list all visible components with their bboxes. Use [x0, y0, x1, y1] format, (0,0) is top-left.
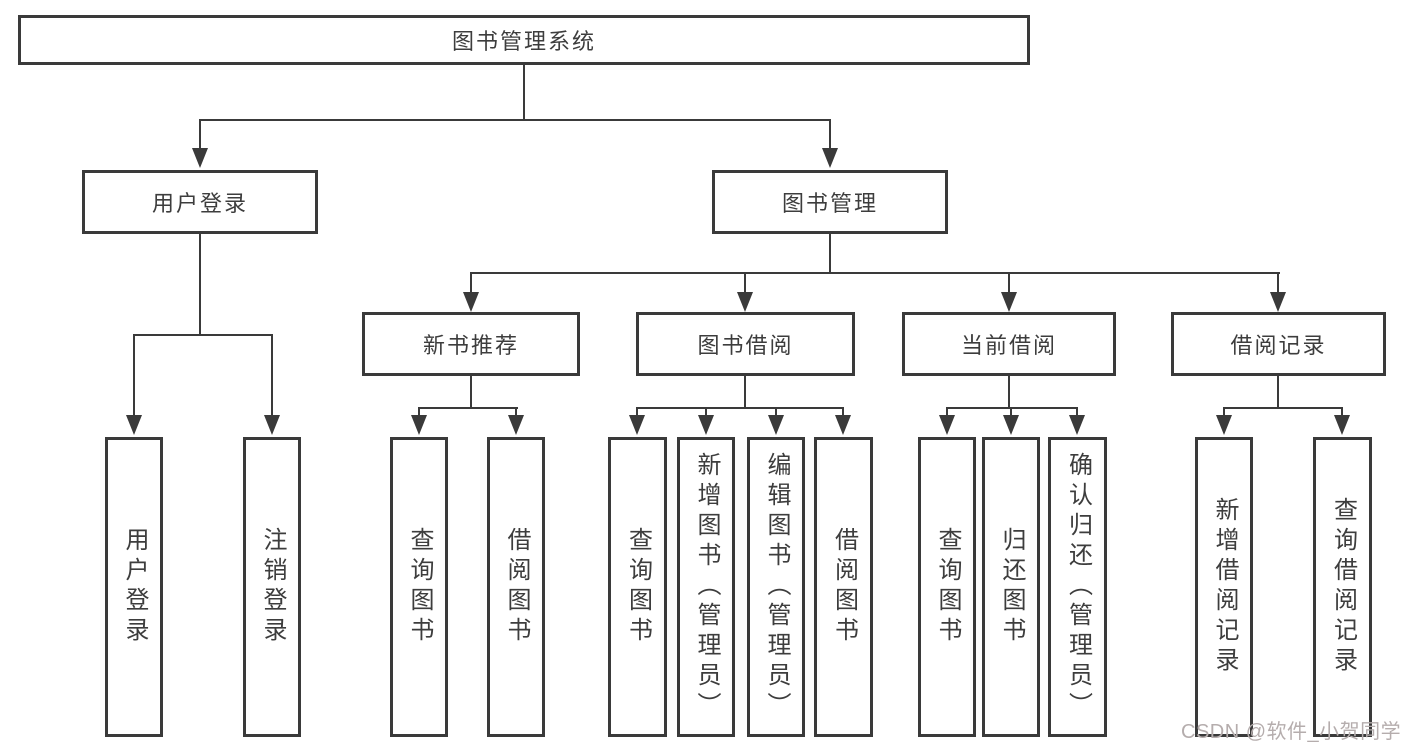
node-borrowing-records: 借阅记录	[1171, 312, 1386, 376]
node-label: 查询图书	[934, 527, 961, 647]
node-label: 当前借阅	[960, 333, 1057, 358]
arrowhead-down-icon	[463, 292, 479, 312]
node-borrow-books: 借阅图书	[814, 437, 873, 737]
connector-line	[829, 119, 831, 151]
arrowhead-down-icon	[1270, 292, 1286, 312]
arrowhead-down-icon	[835, 415, 851, 435]
arrowhead-down-icon	[1003, 415, 1019, 435]
arrowhead-down-icon	[737, 292, 753, 312]
node-label: 注销登录	[259, 527, 286, 647]
connector-line	[470, 272, 1280, 274]
connector-line	[636, 407, 638, 418]
connector-line	[775, 407, 777, 418]
node-label: 查询图书	[624, 527, 652, 647]
node-query-books-current: 查询图书	[918, 437, 976, 737]
arrowhead-down-icon	[768, 415, 784, 435]
node-label: 图书借阅	[697, 333, 794, 358]
connector-line	[1277, 376, 1279, 409]
arrowhead-down-icon	[939, 415, 955, 435]
node-label: 图书管理系统	[451, 29, 596, 54]
node-label: 借阅记录	[1230, 333, 1327, 358]
connector-line	[744, 272, 746, 295]
node-new-book-recommendation: 新书推荐	[362, 312, 580, 376]
connector-line	[705, 407, 707, 418]
node-user-login: 用户登录	[82, 170, 318, 234]
arrowhead-down-icon	[1216, 415, 1232, 435]
node-borrow-books-recommend: 借阅图书	[487, 437, 545, 737]
connector-line	[1223, 407, 1343, 409]
connector-line	[946, 407, 948, 418]
node-query-books-borrowing: 查询图书	[608, 437, 667, 737]
connector-line	[1008, 376, 1010, 409]
connector-line	[199, 234, 201, 336]
connector-line	[470, 376, 472, 409]
arrowhead-down-icon	[1069, 415, 1085, 435]
node-add-borrow-record: 新增借阅记录	[1195, 437, 1253, 737]
node-label: 编辑图书（管理员）	[763, 452, 790, 722]
node-label: 归还图书	[998, 527, 1025, 647]
node-label: 新书推荐	[422, 333, 519, 358]
node-label: 用户登录	[151, 191, 248, 216]
connector-line	[636, 407, 844, 409]
connector-line	[470, 272, 472, 295]
node-label: 查询图书	[406, 527, 433, 647]
node-label: 用户登录	[121, 527, 148, 647]
connector-line	[1010, 407, 1012, 418]
connector-line	[515, 407, 517, 418]
arrowhead-down-icon	[192, 148, 208, 168]
csdn-watermark: CSDN @软件_小贺同学	[1181, 721, 1402, 743]
node-label: 新增图书（管理员）	[693, 452, 720, 722]
arrowhead-down-icon	[126, 415, 142, 435]
arrowhead-down-icon	[264, 415, 280, 435]
connector-line	[1008, 272, 1010, 295]
node-label: 借阅图书	[503, 527, 530, 647]
connector-line	[271, 334, 273, 418]
connector-line	[1223, 407, 1225, 418]
node-edit-book-admin: 编辑图书（管理员）	[747, 437, 805, 737]
node-query-borrow-record: 查询借阅记录	[1313, 437, 1372, 737]
arrowhead-down-icon	[629, 415, 645, 435]
node-query-books-recommend: 查询图书	[390, 437, 448, 737]
node-add-book-admin: 新增图书（管理员）	[677, 437, 735, 737]
node-book-management: 图书管理	[712, 170, 948, 234]
connector-line	[1076, 407, 1078, 418]
connector-line	[418, 407, 420, 418]
connector-line	[199, 119, 201, 151]
connector-line	[946, 407, 1078, 409]
connector-line	[744, 376, 746, 409]
arrowhead-down-icon	[698, 415, 714, 435]
node-label: 查询借阅记录	[1329, 497, 1357, 677]
connector-line	[829, 234, 831, 274]
connector-line	[842, 407, 844, 418]
connector-line	[133, 334, 135, 418]
arrowhead-down-icon	[508, 415, 524, 435]
arrowhead-down-icon	[822, 148, 838, 168]
node-confirm-return-admin: 确认归还（管理员）	[1048, 437, 1107, 737]
node-label: 确认归还（管理员）	[1064, 452, 1092, 722]
connector-line	[1277, 272, 1279, 295]
arrowhead-down-icon	[1001, 292, 1017, 312]
arrowhead-down-icon	[1334, 415, 1350, 435]
node-book-borrowing: 图书借阅	[636, 312, 855, 376]
node-label: 借阅图书	[830, 527, 858, 647]
node-label: 新增借阅记录	[1211, 497, 1238, 677]
node-user-login-leaf: 用户登录	[105, 437, 163, 737]
connector-line	[133, 334, 273, 336]
node-label: 图书管理	[781, 191, 878, 216]
connector-line	[199, 119, 831, 121]
node-current-borrowing: 当前借阅	[902, 312, 1116, 376]
connector-line	[523, 65, 525, 121]
connector-line	[1341, 407, 1343, 418]
connector-line	[418, 407, 518, 409]
arrowhead-down-icon	[411, 415, 427, 435]
node-logout: 注销登录	[243, 437, 301, 737]
node-library-management-system: 图书管理系统	[18, 15, 1030, 65]
node-return-book: 归还图书	[982, 437, 1040, 737]
